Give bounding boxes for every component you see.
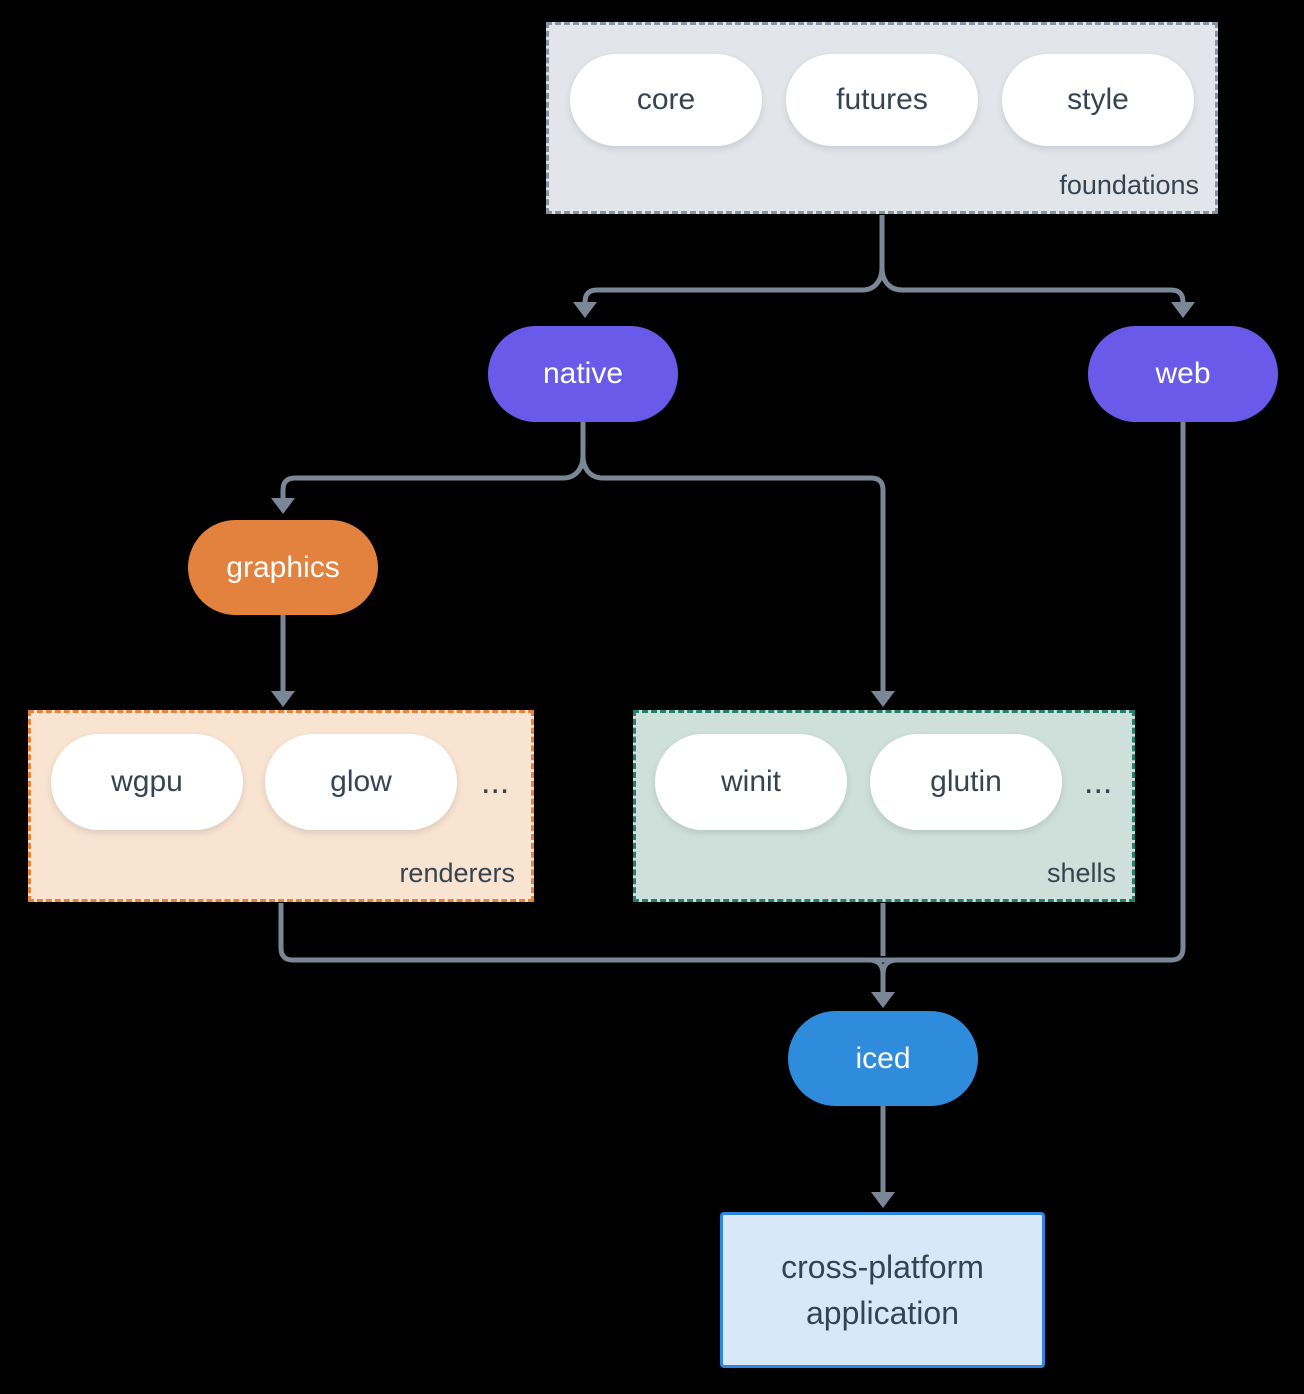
shells-ellipsis: ... xyxy=(1084,762,1113,801)
node-native: native xyxy=(488,326,678,422)
node-winit: winit xyxy=(655,734,847,830)
node-iced: iced xyxy=(788,1011,978,1106)
node-web: web xyxy=(1088,326,1278,422)
app-box-line1: cross-platform xyxy=(781,1249,984,1285)
node-wgpu: wgpu xyxy=(51,734,243,830)
renderers-group-box: wgpu glow ... renderers xyxy=(28,710,534,902)
app-box-line2: application xyxy=(806,1295,959,1331)
node-style: style xyxy=(1002,54,1194,146)
renderers-group-label: renderers xyxy=(399,858,515,888)
foundations-group-label: foundations xyxy=(1059,170,1199,200)
node-graphics: graphics xyxy=(188,520,378,615)
shells-group-box: winit glutin ... shells xyxy=(633,710,1135,902)
cross-platform-application-box: cross-platform application xyxy=(720,1212,1045,1368)
node-futures: futures xyxy=(786,54,978,146)
renderers-ellipsis: ... xyxy=(481,762,510,801)
node-glow: glow xyxy=(265,734,457,830)
foundations-group-box: core futures style foundations xyxy=(546,22,1218,214)
shells-group-label: shells xyxy=(1046,858,1116,888)
node-glutin: glutin xyxy=(870,734,1062,830)
node-core: core xyxy=(570,54,762,146)
